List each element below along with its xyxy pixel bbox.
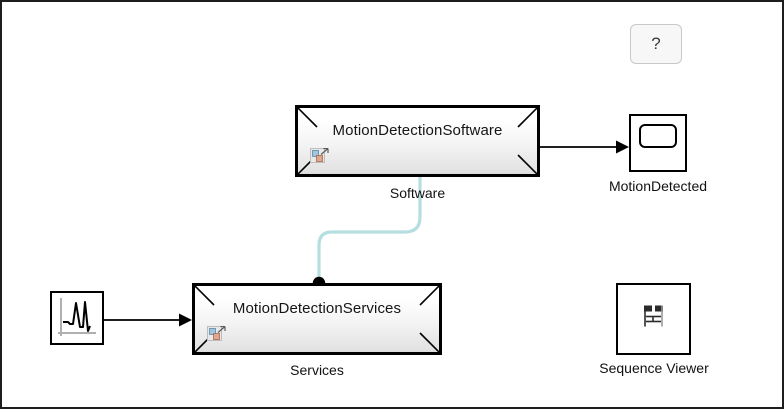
cut-corner-icon [517, 154, 537, 174]
block-source-scope[interactable] [50, 291, 104, 345]
block-label-services: Services [290, 362, 344, 378]
cut-corner-icon [419, 332, 439, 352]
help-button[interactable]: ? [630, 24, 682, 64]
block-sequence-viewer[interactable] [616, 283, 691, 355]
model-reference-icon [310, 147, 329, 166]
block-label-motion-detected: MotionDetected [608, 178, 708, 194]
display-icon [631, 124, 685, 174]
waveform-icon [52, 298, 102, 347]
model-reference-icon [207, 325, 226, 344]
software-to-motiondetected-wire[interactable] [538, 138, 633, 156]
block-services-component[interactable]: MotionDetectionServices [192, 283, 442, 355]
block-software-component[interactable]: MotionDetectionSoftware [295, 105, 540, 177]
component-title: MotionDetectionServices [232, 300, 402, 317]
block-label-sequence-viewer: Sequence Viewer [599, 360, 709, 376]
block-label-software: Software [389, 185, 446, 201]
block-motion-detected[interactable] [629, 114, 687, 172]
sequence-diagram-icon [641, 305, 667, 334]
component-title: MotionDetectionSoftware [332, 122, 503, 139]
source-to-services-wire[interactable] [102, 311, 197, 329]
